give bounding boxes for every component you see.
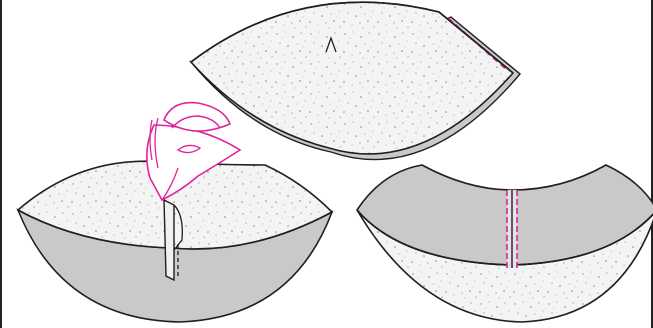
- top-arc-panel: [191, 2, 520, 159]
- bottom-right-bowl: [357, 165, 653, 322]
- left-bowl-seam-flap: [164, 200, 174, 280]
- top-arc-fabric: [191, 2, 513, 154]
